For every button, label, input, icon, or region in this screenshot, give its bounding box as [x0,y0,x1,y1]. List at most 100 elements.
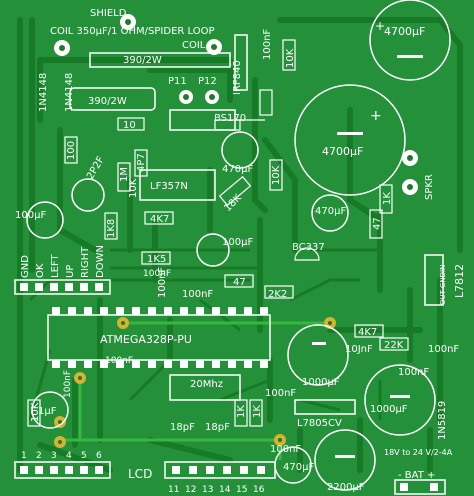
bc337-outline [294,247,320,261]
label-1n4148-b: 1N4148 [64,73,75,112]
label-btn-left: LEFT [50,254,61,278]
label-c100nf-top: 100nF [262,29,273,60]
label-r1k-b: 1K [236,405,247,418]
mounting-holes [54,14,418,195]
label-c100uf-mid: 100μF [222,237,253,248]
label-btn-down: DOWN [95,245,106,278]
lcd-pin-2: 2 [36,451,42,461]
label-c1000uf-a: 1000μF [302,377,340,388]
label-atmega: ATMEGA328P-PU [100,333,192,346]
label-plus-top: + [375,19,385,33]
label-c100nf-a: 100nF [143,269,171,279]
label-btn-right: RIGHT [80,246,91,278]
label-cap4700-top: 4700μF [384,25,425,38]
lcd-header-right [164,461,276,479]
label-c470uf-b: 470μF [315,206,346,217]
label-r4k7-b: 4K7 [358,327,377,338]
button-header [14,279,111,295]
label-l7805cv: L7805CV [297,418,342,429]
label-bs170: BS170 [214,113,246,124]
label-coil-spec: COIL 350μF/1 OHM/SPIDER LOOP [50,26,215,37]
lcd-pin-1: 1 [21,451,27,461]
label-btn-gnd: GND [20,255,31,278]
lcd-pin-14: 14 [219,485,231,495]
trace-layer [17,17,463,473]
label-r1k8: 1K8 [106,219,117,238]
battery-header [394,479,446,495]
label-c100nf-f: 100nF [157,267,168,298]
label-1n5819: 1N5819 [437,401,448,440]
label-xtal: 20Mhz [190,379,223,390]
label-bat-spec: 18V to 24 V/2-4A [384,448,453,457]
label-btn-up: UP [65,265,76,278]
label-r1k-c: 1K [252,405,263,418]
label-r47-b: 47 [233,277,246,288]
jumper-pads [54,317,336,448]
label-r1k-a: 1K [382,192,393,205]
label-r1k5: 1K5 [147,254,166,265]
label-cap4700-mid: 4700μF [322,145,363,158]
label-c470uf-a: 470μF [222,164,253,175]
label-p11: P11 [168,76,187,87]
label-r22k: 22K [384,340,404,351]
label-bc337: BC337 [292,242,325,253]
label-r10k-c: 10K [30,402,41,422]
label-lcd: LCD [128,467,152,481]
label-r10k-b: 10K [271,165,282,185]
label-spkr: SPKR [424,174,435,200]
label-r10: 10 [123,120,136,131]
label-p12: P12 [198,76,217,87]
label-plus: + [370,108,382,124]
label-coil: COIL [182,40,206,51]
label-l7812-in: IN [439,265,447,272]
label-1n4148-a: 1N4148 [38,73,49,112]
resistor-outlines [27,39,409,427]
label-irf840: IRF840 [232,60,243,95]
lcd-pin-11: 11 [168,485,179,495]
label-c1uf: 1μF [38,406,57,417]
silkscreen-rotated-text: 1N4148 1N4148 IRF840 100nF 10K 100 4P7 2… [20,29,466,440]
label-lf357n: LF357N [150,181,188,192]
label-c100nf-c: 100nF [182,289,213,300]
label-r1m: 1M [119,167,130,182]
label-r2k2: 2K2 [268,289,287,300]
label-btn-ok: OK [35,263,46,278]
label-c100uf-left: 100μF [15,210,46,221]
label-bat: - BAT + [398,470,435,481]
label-c100nf-d: 100nF [428,344,459,355]
label-c100nf-side: 100nF [63,370,73,398]
label-c100nf-h: 100nF [270,444,301,455]
label-r390-mid: 390/2W [88,96,127,107]
label-l7812-out: OUT [439,289,447,305]
label-c100nf-e: 100nF [398,367,429,378]
lcd-pin-numbers: 1 2 3 4 5 6 11 12 13 14 15 16 [21,451,265,495]
label-l7812: L7812 [453,264,466,298]
lcd-pin-15: 15 [236,485,247,495]
capacitor-polarity-marks [312,55,423,458]
lcd-pin-3: 3 [51,451,57,461]
label-r47: 47 [372,217,383,230]
label-r100: 100 [66,141,77,160]
label-c100nf-b: 100nF [105,356,133,366]
label-c1000uf-b: 1000μF [370,404,408,415]
label-c100nf-g: 100nF [265,388,296,399]
label-c18pf-b: 18pF [205,422,230,433]
lcd-pin-12: 12 [185,485,196,495]
ic-outlines [47,34,444,415]
label-r4p7: 4P7 [136,153,147,172]
label-c10jnf: 10JnF [345,344,373,355]
label-c470uf-c: 470μF [283,462,314,473]
label-r10k-top: 10K [285,48,296,68]
lcd-header-left [14,461,111,479]
label-r390-top: 390/2W [123,55,162,66]
label-c18pf-a: 18pF [170,422,195,433]
label-shield: SHIELD [90,8,127,19]
lcd-pin-13: 13 [202,485,213,495]
label-r10k-lf: 10K [128,178,139,198]
lcd-pin-6: 6 [96,451,102,461]
label-l7812-gnd: GND [439,272,447,288]
silkscreen-text: SHIELD COIL 350μF/1 OHM/SPIDER LOOP COIL… [15,8,459,493]
lcd-pin-4: 4 [66,451,72,461]
